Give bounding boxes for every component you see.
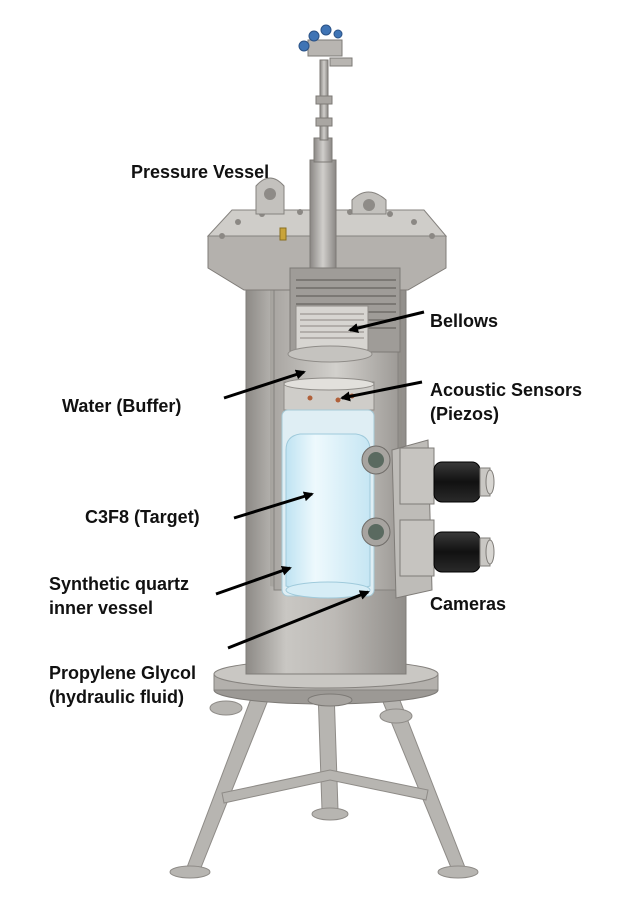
arrow-acoustic-sensors <box>340 380 423 402</box>
label-c3f8-target: C3F8 (Target) <box>85 507 200 527</box>
label-quartz-line1: Synthetic quartz <box>49 574 190 594</box>
tripod-stand <box>169 679 479 879</box>
label-acoustic-sensors-line2: (Piezos) <box>430 404 500 424</box>
label-quartz-line2: inner vessel <box>49 598 154 618</box>
arrow-c3f8-target <box>233 491 314 520</box>
viewport-windows <box>361 445 391 547</box>
valve-knobs <box>298 24 343 52</box>
label-bellows: Bellows <box>430 311 499 331</box>
arrow-water-buffer <box>223 369 306 400</box>
label-cameras: Cameras <box>430 594 507 614</box>
label-glycol-line1: Propylene Glycol <box>49 663 197 683</box>
camera-upper <box>433 461 495 503</box>
arrow-bellows <box>348 310 425 333</box>
label-acoustic-sensors-line1: Acoustic Sensors <box>430 380 583 400</box>
quartz-inner-vessel <box>281 409 375 599</box>
label-propylene-glycol: Propylene Glycol (hydraulic fluid) <box>49 661 196 709</box>
camera-lower <box>433 531 495 573</box>
label-glycol-line2: (hydraulic fluid) <box>49 687 184 707</box>
arrow-propylene-glycol <box>227 590 370 650</box>
arrow-quartz-vessel <box>215 565 292 596</box>
bellows-assembly <box>287 267 401 363</box>
label-pressure-vessel: Pressure Vessel <box>131 162 270 182</box>
label-quartz-vessel: Synthetic quartz inner vessel <box>49 572 189 620</box>
label-water-buffer: Water (Buffer) <box>62 396 182 416</box>
callout-arrows <box>215 310 425 650</box>
label-acoustic-sensors: Acoustic Sensors (Piezos) <box>430 378 582 426</box>
camera-housing <box>391 439 435 599</box>
